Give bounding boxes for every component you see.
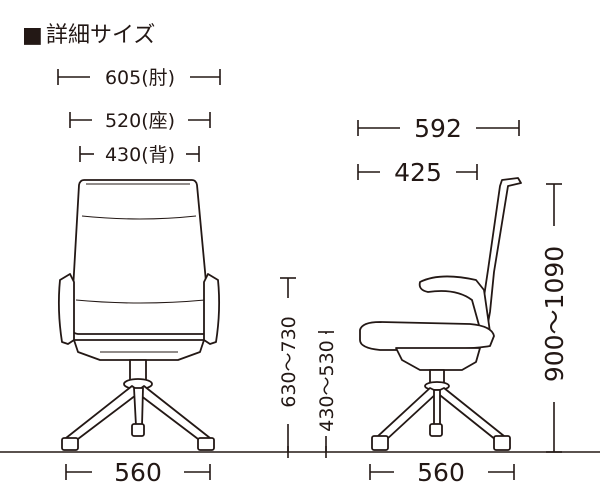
backrest-lower-seam <box>75 299 206 304</box>
front-base-label: 560 <box>114 458 162 487</box>
backrest-seam <box>81 215 197 220</box>
dim-armrest-height: 630～730 <box>278 277 300 452</box>
caster-left <box>61 437 79 451</box>
width-armrest-label: 605(肘) <box>105 67 175 89</box>
side-caster-center <box>429 423 443 437</box>
side-seat <box>359 321 495 351</box>
dim-total-height: 900～1090 <box>540 183 569 453</box>
dim-width-armrest: 605(肘) <box>57 67 221 89</box>
side-armrest <box>418 275 491 337</box>
heading-bullet-icon: ■ <box>22 23 43 48</box>
gas-column <box>129 359 147 381</box>
side-base-leg-center <box>433 389 441 427</box>
dim-width-seat: 520(座) <box>69 110 211 132</box>
depth-overall-label: 592 <box>414 114 462 143</box>
dim-depth-overall: 592 <box>357 114 520 143</box>
seat-height-label: 430～530 <box>316 340 338 432</box>
dim-width-back: 430(背) <box>79 144 200 166</box>
width-back-label: 430(背) <box>105 144 175 166</box>
side-caster-front <box>371 435 389 451</box>
dim-front-base: 560 <box>65 458 211 487</box>
depth-seat-label: 425 <box>394 158 442 187</box>
side-base-leg-back <box>435 387 505 441</box>
base-leg-left <box>65 385 141 443</box>
side-base-label: 560 <box>417 458 465 487</box>
seat-mechanism <box>73 339 205 361</box>
armrest-height-label: 630～730 <box>278 316 300 408</box>
dim-side-base: 560 <box>369 458 515 487</box>
backrest <box>69 179 212 335</box>
dim-seat-height: 430～530 <box>316 331 338 452</box>
side-caster-back <box>493 435 511 451</box>
armrest-right <box>203 273 221 345</box>
dim-depth-seat: 425 <box>357 158 478 187</box>
heading-title: 詳細サイズ <box>46 23 155 48</box>
side-mechanism <box>395 347 481 371</box>
front-view-chair <box>57 179 221 451</box>
side-view-chair <box>359 177 522 451</box>
armrest-left <box>57 273 75 345</box>
caster-center <box>131 423 145 437</box>
heading: ■ 詳細サイズ <box>22 23 155 48</box>
base-leg-right <box>135 385 211 443</box>
total-height-label: 900～1090 <box>540 246 569 382</box>
width-seat-label: 520(座) <box>105 110 175 132</box>
side-base-leg-front <box>377 387 439 441</box>
base-leg-center <box>133 387 144 427</box>
caster-right <box>197 437 215 451</box>
